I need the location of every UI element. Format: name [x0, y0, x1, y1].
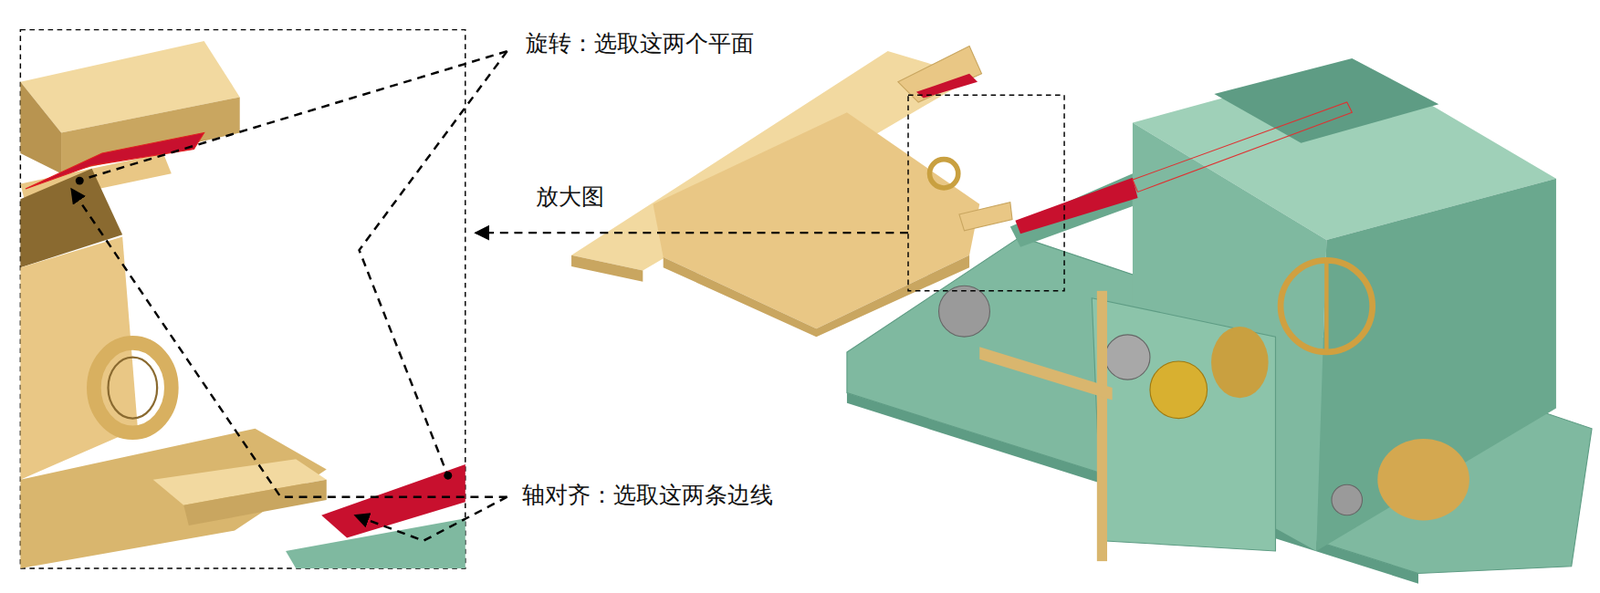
- machine-base: [847, 58, 1592, 585]
- callout-label: 旋转：选取这两个平面: [522, 29, 757, 59]
- moving-part: [571, 46, 1013, 338]
- callout-label: 放大图: [533, 182, 607, 212]
- leader-dot: [443, 471, 452, 481]
- callout-label: 轴对齐：选取这两条边线: [519, 481, 776, 511]
- leader-lines: [71, 51, 909, 542]
- inset-part: [20, 41, 465, 569]
- leader-dot: [75, 177, 84, 186]
- inset-frame: [20, 30, 465, 569]
- zoom-frame: [908, 94, 1065, 292]
